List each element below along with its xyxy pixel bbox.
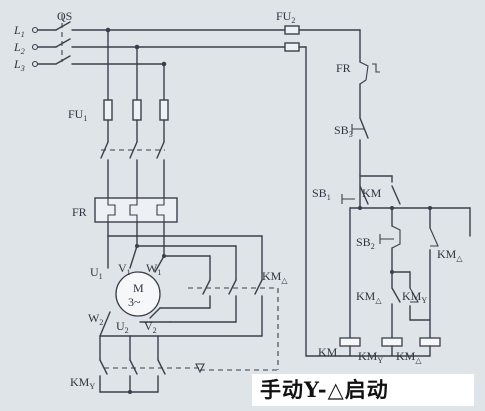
label-coil-KM: KM xyxy=(318,345,338,359)
label-KMd-main: KM△ xyxy=(262,269,288,285)
label-motor-M: M xyxy=(133,281,144,295)
label-V1: V1 xyxy=(118,261,131,277)
label-V2: V2 xyxy=(144,319,157,335)
label-U2: U2 xyxy=(116,319,129,335)
supply-lines xyxy=(31,14,361,357)
label-KMd-contact: KM△ xyxy=(356,289,382,305)
label-L1: L1 xyxy=(13,23,25,39)
label-coil-KMy: KMY xyxy=(358,349,383,365)
labels: L1 L2 L3 QS FU1 FU2 FR FR SB3 SB1 KM SB2… xyxy=(13,9,463,391)
label-SB3: SB3 xyxy=(334,123,353,139)
label-KMd-interlock: KM△ xyxy=(437,247,463,263)
label-W1: W1 xyxy=(146,261,161,277)
label-SB2: SB2 xyxy=(356,235,375,251)
main-circuit xyxy=(94,27,279,394)
label-QS: QS xyxy=(57,9,72,23)
label-motor-phase: 3~ xyxy=(128,295,141,309)
label-W2: W2 xyxy=(88,311,103,327)
label-KM-hold: KM xyxy=(362,186,382,200)
label-KMy-contact: KMY xyxy=(402,289,427,305)
label-L3: L3 xyxy=(13,57,25,73)
label-FU2: FU2 xyxy=(276,9,295,25)
label-L2: L2 xyxy=(13,40,25,56)
label-U1: U1 xyxy=(90,265,103,281)
diagram-caption: 手动Y-△启动 xyxy=(252,374,474,406)
label-FU1: FU1 xyxy=(68,107,87,123)
label-FR-ctrl: FR xyxy=(336,61,351,75)
control-circuit xyxy=(339,29,471,357)
label-coil-KMd: KM△ xyxy=(396,349,422,365)
label-FR-main: FR xyxy=(72,205,87,219)
label-KMy-main: KMY xyxy=(70,375,95,391)
label-SB1: SB1 xyxy=(312,186,331,202)
